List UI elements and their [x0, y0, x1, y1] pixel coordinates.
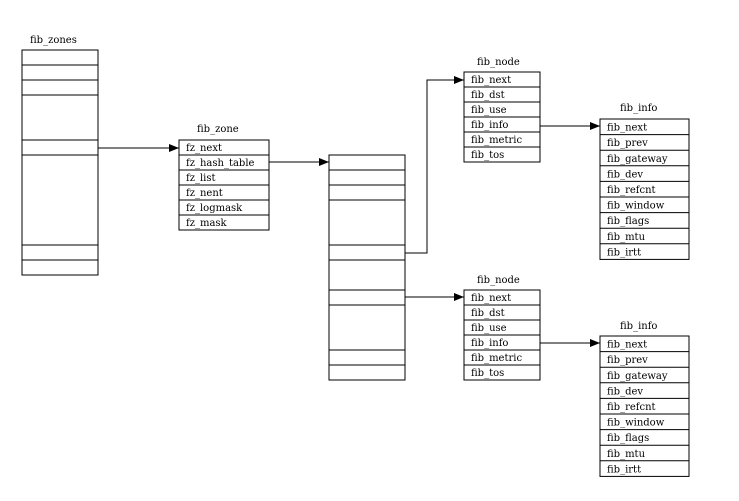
- fib-zone-title: fib_zone: [197, 124, 239, 135]
- fib-info-1-field-fib-gateway: fib_gateway: [607, 154, 668, 165]
- fib-info-2-fields: fib_next fib_prev fib_gateway fib_dev fib_re…: [599, 335, 690, 477]
- fib-node-2-field-fib-next: fib_next: [471, 293, 511, 304]
- fz-hash-table-array: [328, 154, 406, 381]
- fib-info-struct-2: fib_info fib_nextfib_prevfib_gatewayfib_…: [599, 321, 690, 477]
- fib-node-struct-1: fib_node fib_nextfib_dstfib_usefib_infof…: [463, 57, 541, 163]
- fib-info-2-frame: [599, 335, 690, 477]
- fib-zones-title: fib_zones: [30, 35, 77, 46]
- fib-node-2-field-fib-info: fib_info: [471, 338, 508, 349]
- fib-info-2-field-fib-flags: fib_flags: [607, 433, 649, 444]
- fib-node-1-field-fib-metric: fib_metric: [471, 135, 522, 146]
- fib-info-1-field-fib-dev: fib_dev: [607, 169, 643, 180]
- fib-zone-struct: fib_zone fz_nextfz_hash_tablefz_listfz_n…: [178, 124, 270, 231]
- fib-info-2-field-fib-dev: fib_dev: [607, 386, 643, 397]
- fib-zones-frame: [21, 49, 99, 276]
- fib-info-2-field-fib-prev: fib_prev: [607, 355, 648, 366]
- fib-info-2-title: fib_info: [620, 321, 657, 332]
- fib-node-2-fields: fib_next fib_dst fib_use fib_info fib_metric…: [463, 289, 541, 381]
- hash-table-frame: [328, 154, 406, 381]
- fib-info-1-field-fib-flags: fib_flags: [607, 216, 649, 227]
- fib-info-1-field-fib-refcnt: fib_refcnt: [607, 185, 656, 196]
- fib-info-1-field-fib-irtt: fib_irtt: [607, 247, 641, 258]
- fib-info-1-field-fib-mtu: fib_mtu: [607, 232, 646, 243]
- fib-node-2-field-fib-metric: fib_metric: [471, 353, 522, 364]
- fib-node-2-field-fib-dst: fib_dst: [471, 308, 505, 319]
- fib-node-1-field-fib-info: fib_info: [471, 120, 508, 131]
- fib-zone-field-fz-next: fz_next: [186, 143, 222, 154]
- fib-info-2-field-fib-gateway: fib_gateway: [607, 371, 668, 382]
- fib-zone-field-fz-list: fz_list: [186, 173, 216, 184]
- fib-info-struct-1: fib_info fib_nextfib_prevfib_gatewayfib_…: [599, 103, 690, 260]
- fib-node-1-field-fib-dst: fib_dst: [471, 90, 505, 101]
- fib-zone-field-fz-hash-table: fz_hash_table: [186, 158, 255, 169]
- fib-info-1-field-fib-prev: fib_prev: [607, 138, 648, 149]
- arrow-bucket-to-fib-node-1: [405, 76, 464, 254]
- fib-info-2-field-fib-next: fib_next: [607, 340, 647, 351]
- fib-info-1-field-fib-next: fib_next: [607, 123, 647, 134]
- fib-node-1-field-fib-next: fib_next: [471, 75, 511, 86]
- fib-zone-field-fz-logmask: fz_logmask: [186, 203, 243, 214]
- fib-node-1-title: fib_node: [477, 57, 520, 68]
- fib-zone-field-fz-nent: fz_nent: [186, 188, 223, 199]
- fib-info-1-fields: fib_next fib_prev fib_gateway fib_dev fib_re…: [599, 118, 690, 260]
- fib-info-1-frame: [599, 118, 690, 260]
- fib-info-1-title: fib_info: [620, 103, 657, 114]
- fib-zone-fields: fz_next fz_hash_table fz_list fz_nent fz_log…: [178, 139, 270, 231]
- fib-info-2-field-fib-irtt: fib_irtt: [607, 464, 641, 475]
- fib-node-struct-2: fib_node fib_nextfib_dstfib_usefib_infof…: [463, 275, 541, 381]
- fib-info-2-field-fib-window: fib_window: [607, 418, 665, 429]
- fib-node-2-title: fib_node: [477, 275, 520, 286]
- fib-node-1-fields: fib_next fib_dst fib_use fib_info fib_metric…: [463, 71, 541, 163]
- fib-node-1-field-fib-use: fib_use: [471, 105, 507, 116]
- fib-node-2-field-fib-tos: fib_tos: [471, 368, 504, 379]
- fib-info-2-field-fib-mtu: fib_mtu: [607, 449, 646, 460]
- fib-node-1-field-fib-tos: fib_tos: [471, 150, 504, 161]
- fib-info-1-field-fib-window: fib_window: [607, 201, 665, 212]
- fib-node-2-field-fib-use: fib_use: [471, 323, 507, 334]
- fib-zone-field-fz-mask: fz_mask: [186, 218, 228, 229]
- fib-zones-array: fib_zones: [21, 35, 99, 276]
- fib-info-2-field-fib-refcnt: fib_refcnt: [607, 402, 656, 413]
